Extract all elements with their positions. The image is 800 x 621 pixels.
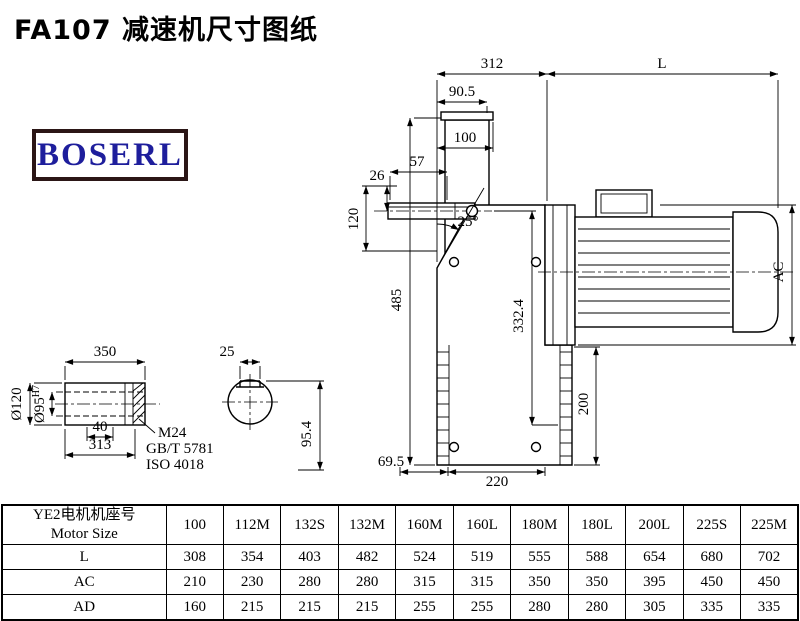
dim-value-cell: 450 [682, 569, 742, 595]
hatch-lines [132, 382, 146, 424]
dim-value-cell: 280 [337, 569, 397, 595]
dim-69-5: 69.5 [378, 454, 404, 470]
dim-313: 313 [89, 437, 112, 453]
motor-size-table: YE2电机机座号 Motor Size 100 112M 132S 132M 1… [1, 504, 799, 621]
dim-value-cell: 255 [395, 594, 454, 621]
dim-485: 485 [389, 289, 405, 312]
dim-value-cell: 280 [280, 569, 339, 595]
dim-value-cell: 308 [165, 544, 224, 570]
table-row-L: L 308 354 403 482 524 519 555 588 654 68… [1, 544, 799, 570]
dim-row-label: AC [1, 569, 167, 595]
fan-cowl [732, 211, 779, 333]
dim-value-cell: 555 [510, 544, 569, 570]
dim-value-cell: 210 [165, 569, 224, 595]
dim-row-label: L [1, 544, 167, 570]
dim-value-cell: 215 [280, 594, 339, 621]
table-row-AD: AD 160 215 215 215 255 255 280 280 305 3… [1, 594, 799, 621]
dim-value-cell: 450 [740, 569, 799, 595]
dim-value-cell: 350 [567, 569, 627, 595]
dim-dia-120: Ø120 [9, 387, 25, 420]
dim-L: L [657, 56, 666, 72]
dim-value-cell: 354 [222, 544, 282, 570]
column-header: 132M [337, 504, 397, 545]
dim-value-cell: 160 [165, 594, 224, 621]
column-header: 112M [222, 504, 282, 545]
dim-value-cell: 680 [682, 544, 742, 570]
bolt-hole-icon [530, 256, 542, 268]
dim-row-label: AD [1, 594, 167, 621]
dim-value-cell: 305 [625, 594, 684, 621]
dim-value-cell: 315 [452, 569, 512, 595]
dim-dia-95H7: Ø95H7 [31, 385, 48, 423]
dim-value-cell: 654 [625, 544, 684, 570]
dim-value-cell: 702 [740, 544, 799, 570]
dim-value-cell: 280 [567, 594, 627, 621]
dim-312: 312 [481, 56, 504, 72]
dimension-drawing: 312 L 90.5 100 57 26 120 485 25° 332.4 2… [9, 56, 796, 490]
boserl-logo: BOSERL [32, 129, 188, 181]
dim-value-cell: 350 [510, 569, 569, 595]
dim-95-4: 95.4 [299, 420, 315, 447]
column-header: 160L [452, 504, 512, 545]
gearbox-main-view [436, 111, 573, 466]
column-header: 132S [280, 504, 339, 545]
motor-view [538, 189, 795, 346]
page-title: FA107 减速机尺寸图纸 [14, 15, 319, 46]
column-header: 225S [682, 504, 742, 545]
dim-value-cell: 255 [452, 594, 512, 621]
boserl-logo-text: BOSERL [37, 136, 183, 173]
label-iso-4018: ISO 4018 [146, 457, 204, 473]
dim-90-5: 90.5 [449, 84, 475, 100]
label-gbt-5781: GB/T 5781 [146, 441, 214, 457]
dim-value-cell: 482 [337, 544, 397, 570]
column-header: 100 [165, 504, 224, 545]
table-row-AC: AC 210 230 280 280 315 315 350 350 395 4… [1, 569, 799, 595]
table-header-row: YE2电机机座号 Motor Size 100 112M 132S 132M 1… [1, 504, 799, 545]
motor-size-header-en: Motor Size [50, 526, 118, 542]
column-header: 180L [567, 504, 627, 545]
dim-100: 100 [454, 130, 477, 146]
motor-size-header-cn: YE2电机机座号 [33, 507, 136, 524]
shaft-section-view [222, 359, 278, 430]
dim-value-cell: 403 [280, 544, 339, 570]
dim-200: 200 [576, 393, 592, 416]
terminal-box [595, 189, 653, 218]
dim-value-cell: 230 [222, 569, 282, 595]
dim-AC: AC [771, 262, 787, 283]
column-header: 180M [510, 504, 569, 545]
dim-value-cell: 395 [625, 569, 684, 595]
dim-332-4: 332.4 [511, 299, 527, 333]
dim-value-cell: 215 [337, 594, 397, 621]
dim-angle-25: 25° [458, 214, 479, 230]
dim-26: 26 [370, 168, 386, 184]
dim-value-cell: 524 [395, 544, 454, 570]
dim-57: 57 [410, 154, 426, 170]
motor-size-header: YE2电机机座号 Motor Size [1, 504, 167, 545]
dim-value-cell: 335 [740, 594, 799, 621]
dim-350: 350 [94, 344, 117, 360]
bolt-hole-icon [530, 441, 542, 453]
shaft-detail-view [27, 359, 160, 459]
dim-value-cell: 335 [682, 594, 742, 621]
dim-40: 40 [93, 419, 108, 435]
dimension-lines-main [266, 71, 796, 476]
dim-220: 220 [486, 474, 509, 490]
motor-fins [578, 228, 730, 314]
cooling-ribs [437, 351, 572, 457]
label-m24: M24 [158, 425, 187, 441]
dim-120: 120 [346, 208, 362, 231]
dim-value-cell: 519 [452, 544, 512, 570]
bolt-hole-icon [448, 256, 460, 268]
bolt-hole-icon [448, 441, 460, 453]
dim-value-cell: 315 [395, 569, 454, 595]
column-header: 160M [395, 504, 454, 545]
dim-value-cell: 215 [222, 594, 282, 621]
dim-25: 25 [220, 344, 235, 360]
column-header: 225M [740, 504, 799, 545]
column-header: 200L [625, 504, 684, 545]
dim-value-cell: 588 [567, 544, 627, 570]
dim-value-cell: 280 [510, 594, 569, 621]
